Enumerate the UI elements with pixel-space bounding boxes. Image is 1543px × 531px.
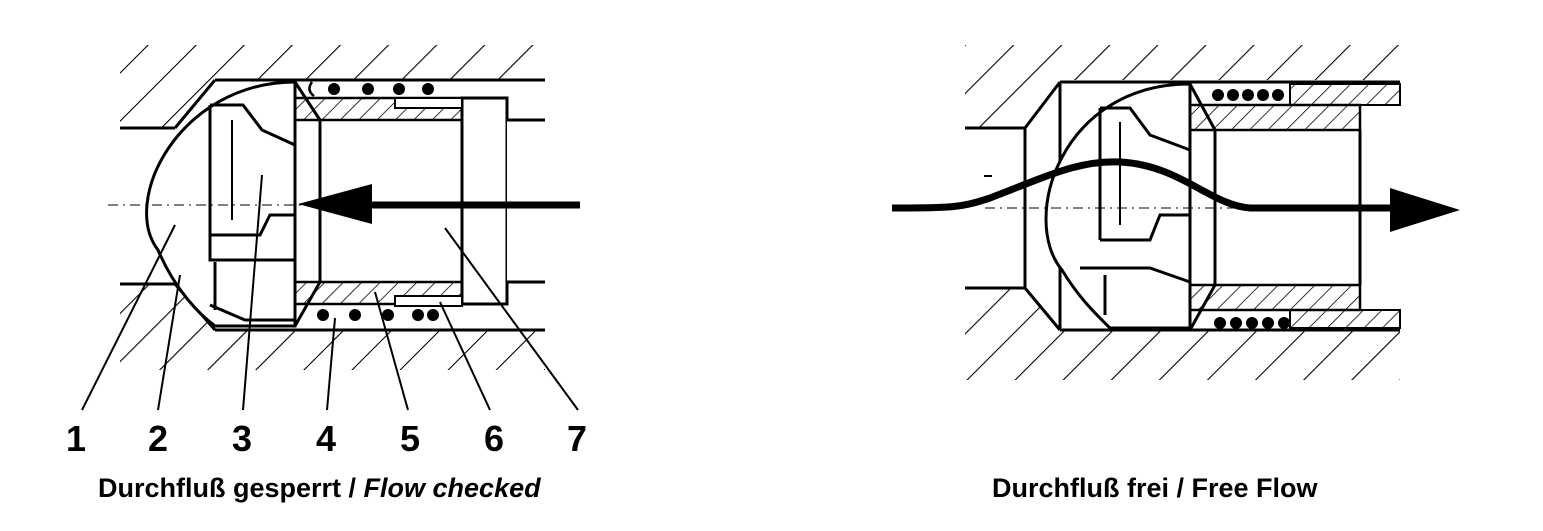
retainer-body bbox=[460, 96, 509, 306]
label-5: 5 bbox=[400, 418, 420, 459]
flow-arrow-blocked bbox=[298, 184, 580, 224]
left-valve-checked: 1 2 3 4 5 6 7 Durchfluß gesperrt / Flow … bbox=[66, 45, 587, 503]
valve-head bbox=[145, 80, 297, 328]
sleeve-open bbox=[1188, 83, 1401, 331]
left-caption-de: Durchfluß gesperrt / bbox=[98, 473, 357, 503]
spring-coils-compressed bbox=[1212, 89, 1290, 329]
label-7: 7 bbox=[567, 418, 587, 459]
label-4: 4 bbox=[316, 418, 336, 459]
flow-arrow-open bbox=[891, 158, 1460, 232]
left-caption: Durchfluß gesperrt / Flow checked bbox=[98, 473, 541, 503]
label-6: 6 bbox=[484, 418, 504, 459]
label-3: 3 bbox=[232, 418, 252, 459]
left-caption-en: Flow checked bbox=[364, 473, 542, 503]
leader-lines bbox=[81, 174, 579, 411]
label-1: 1 bbox=[66, 418, 86, 459]
right-caption: Durchfluß frei / Free Flow bbox=[992, 473, 1319, 503]
right-valve-open: Durchfluß frei / Free Flow bbox=[891, 45, 1460, 503]
label-2: 2 bbox=[148, 418, 168, 459]
spring-coils bbox=[308, 81, 439, 321]
part-number-labels: 1 2 3 4 5 6 7 bbox=[66, 418, 587, 459]
